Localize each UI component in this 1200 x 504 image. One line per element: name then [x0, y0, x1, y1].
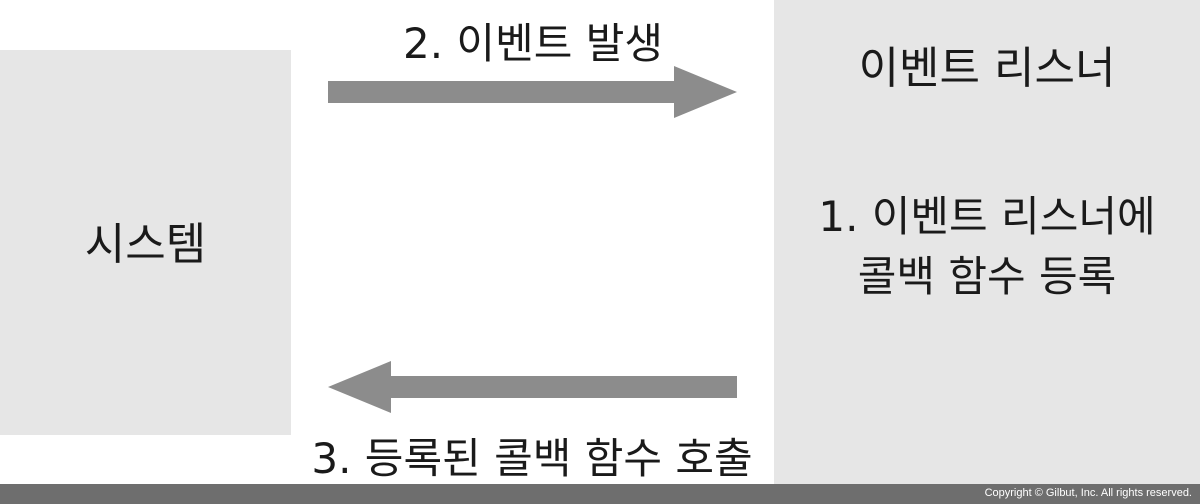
callback-arrow-left — [328, 361, 737, 413]
register-callback-line-1: 1. 이벤트 리스너에 — [818, 192, 1156, 241]
register-callback-step: 1. 이벤트 리스너에 콜백 함수 등록 — [774, 187, 1200, 307]
event-occurs-label: 2. 이벤트 발생 — [403, 19, 663, 68]
event-arrow-right — [328, 66, 737, 118]
event-listener-box — [774, 0, 1200, 484]
footer-bar: Copyright © Gilbut, Inc. All rights rese… — [0, 484, 1200, 504]
system-label: 시스템 — [84, 219, 207, 270]
register-callback-line-2: 콜백 함수 등록 — [857, 252, 1117, 301]
system-box — [0, 50, 291, 435]
invoke-callback-label: 3. 등록된 콜백 함수 호출 — [311, 434, 753, 483]
copyright-text: Copyright © Gilbut, Inc. All rights rese… — [984, 487, 1192, 499]
event-listener-title: 이벤트 리스너 — [858, 43, 1116, 94]
